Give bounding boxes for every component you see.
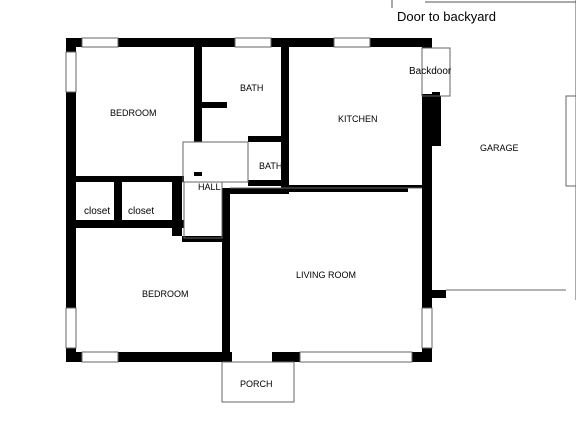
bath-top-label: BATH: [240, 83, 263, 93]
kitchen-label: KITCHEN: [338, 114, 378, 124]
bath-small-label: BATH: [259, 161, 282, 171]
closet-left-label: closet: [84, 206, 110, 217]
door-to-backyard-label: Door to backyard: [397, 9, 496, 24]
backdoor-label: Backdoor: [409, 66, 452, 77]
porch-label: PORCH: [240, 379, 273, 389]
door-openings: [194, 48, 548, 362]
door-lines: [182, 47, 566, 291]
windows: [65, 37, 576, 363]
living-room-label: LIVING ROOM: [296, 270, 356, 280]
garage-outline: [391, 0, 576, 300]
garage-label: GARAGE: [480, 143, 519, 153]
porch-outline: [221, 361, 295, 403]
hall-label: HALL: [198, 182, 221, 192]
bedroom-bottom-label: BEDROOM: [142, 289, 189, 299]
closet-right-label: closet: [128, 206, 154, 217]
bedroom-top-label: BEDROOM: [110, 108, 157, 118]
